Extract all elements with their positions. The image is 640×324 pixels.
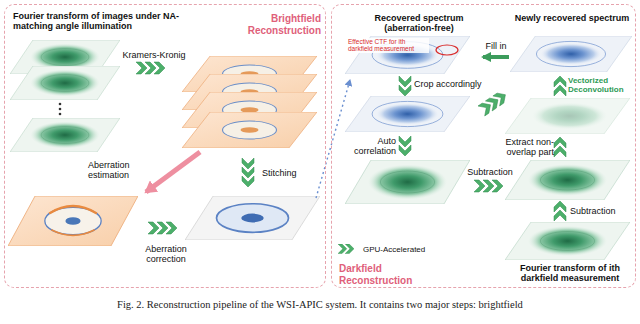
gpu-arrow [554,137,566,157]
step-label: Auto correlation [340,136,396,157]
spectrum-tile: Newly recovered spectrum [509,11,635,75]
spectrum-plane [505,222,630,260]
gpu-arrow [148,222,177,234]
spectrum-plane [345,96,470,132]
gpu-arrow [474,180,503,192]
legend-sample [338,244,360,254]
tile-heading: Fourier transform of ith darkfield measu… [508,263,632,284]
ellipsis-dot [59,113,62,116]
step-label: Extract non-overlap part [476,137,554,158]
gpu-arrow [554,76,566,96]
spectrum-plane [510,36,632,72]
spectrum-tile: Recovered spectrum (aberration-free) Effe… [341,11,483,77]
gpu-arrow [554,201,566,221]
ellipsis-dot [59,103,62,106]
step-label: Crop accordingly [414,79,494,89]
connector-arrow [483,55,509,59]
ctf-circle [436,45,458,55]
section-title: Darkfield Reconstruction [339,263,429,286]
step-label: Aberration estimation [88,160,148,181]
tile-heading: Newly recovered spectrum [512,13,632,23]
figure-caption: Fig. 2. Reconstruction pipeline of the W… [0,299,640,310]
step-label: Aberration correction [138,244,194,265]
step-label: Kramers-Kronig [118,50,190,60]
section-title: Brightfield Reconstruction [231,13,321,36]
aberrated-plane [8,196,138,246]
spectrum-plane [10,118,120,152]
stitched-plane [185,196,320,240]
estimation-arrow [146,152,200,192]
reconstruction-plane [182,112,317,148]
panel-heading: Fourier transform of images under NA-mat… [13,11,203,32]
step-label: Subtraction [570,206,628,216]
edge-label: Fill in [484,41,507,51]
legend-text: GPU-Accelerated [363,245,425,254]
gpu-arrow [338,244,354,254]
gpu-arrow [136,62,165,74]
gpu-arrow [399,76,411,96]
dotted-leader [316,80,350,198]
spectrum-plane [505,98,630,134]
gpu-arrow [242,158,254,187]
gpu-arrow [399,136,411,156]
step-label: Subtraction [464,167,516,177]
gpu-arrow [478,90,509,116]
tile-heading: Recovered spectrum (aberration-free) [359,13,479,34]
spectrum-plane [505,160,630,200]
spectrum-stack: Fourier transform of images under NA-mat… [9,9,203,159]
legend-entry: GPU-Accelerated [338,244,425,254]
step-label: Stitching [262,168,314,178]
spectrum-plane [345,36,470,74]
spectrum-plane [345,160,470,204]
spectrum-plane [10,66,120,100]
spectrum-tile: Fourier transform of ith darkfield measu… [504,221,636,287]
step-label: Vectorized Deconvolution [568,76,634,94]
ellipsis-dot [59,108,62,111]
ctf-annotation: Effective CTF for ith darkfield measurem… [347,38,429,53]
